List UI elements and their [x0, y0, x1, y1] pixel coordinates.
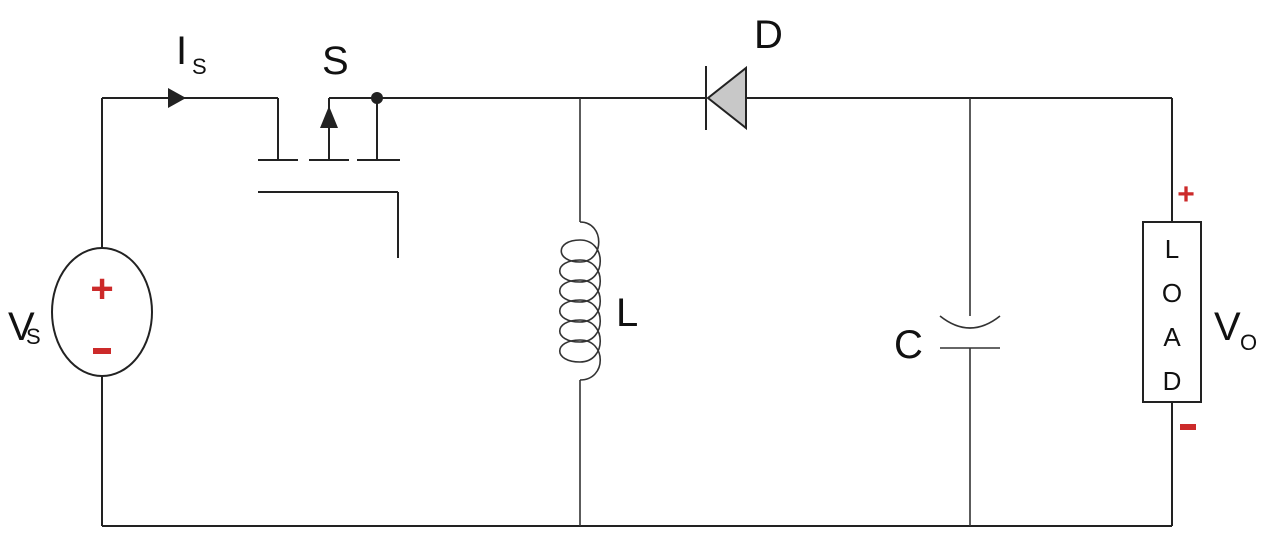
load-letter-d: D	[1163, 366, 1182, 396]
output-voltage-label: V	[1214, 305, 1241, 349]
voltage-source: +	[51, 247, 153, 377]
current-arrow-icon	[168, 88, 186, 108]
circuit-wires	[101, 97, 1173, 527]
source-voltage-label: V	[8, 305, 35, 349]
capacitor-symbol	[939, 315, 1001, 349]
source-current-label: I	[176, 29, 187, 73]
mosfet-switch	[258, 92, 400, 258]
source-plus-sign: +	[90, 267, 113, 311]
diode-label: D	[754, 13, 783, 57]
switch-arrow-icon	[320, 106, 338, 128]
inductor-coil	[559, 221, 602, 381]
switch-label: S	[322, 39, 349, 83]
load-letter-o: O	[1162, 278, 1182, 308]
load-plus-sign: +	[1177, 178, 1195, 211]
load-box: L O A D	[1142, 221, 1202, 403]
output-voltage-subscript: O	[1240, 330, 1257, 355]
source-voltage-subscript: S	[26, 324, 41, 349]
source-minus-sign	[93, 348, 111, 354]
junction-dot	[371, 92, 383, 104]
diode-symbol	[705, 65, 747, 131]
load-minus-sign	[1180, 424, 1196, 430]
inductor-label: L	[616, 291, 638, 335]
load-letter-l: L	[1165, 234, 1179, 264]
capacitor-label: C	[894, 323, 923, 367]
load-letter-a: A	[1163, 322, 1181, 352]
source-current-subscript: S	[192, 54, 207, 79]
